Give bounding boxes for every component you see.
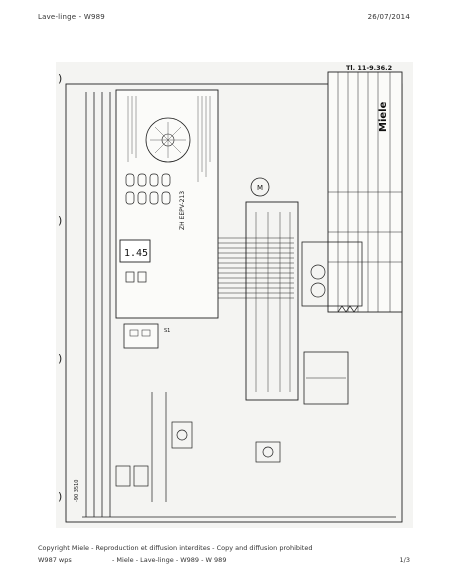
footer-copyright: Copyright Miele - Reproduction et diffus… — [38, 544, 313, 552]
doc-reference: Tl. 11-9.36.2 — [346, 64, 392, 72]
svg-text:): ) — [58, 72, 62, 85]
brand-logo: Miele — [378, 101, 389, 132]
fuse-label: S1 — [164, 328, 170, 334]
timer-label: ZH EEPV-213 — [179, 191, 186, 230]
svg-text:): ) — [58, 352, 62, 365]
svg-text:): ) — [58, 214, 62, 227]
page-header-date: 26/07/2014 — [367, 13, 410, 21]
page-header-title: Lave-linge - W989 — [38, 13, 105, 21]
motor-label: M — [257, 184, 263, 192]
wiring-diagram-drawing: ) ) ) ) Tl. 11-9.36.2 ZH EEPV-213 1.45 — [58, 64, 403, 523]
footer-filename: W987 wps — [38, 556, 72, 564]
wiring-diagram-scan: ) ) ) ) Tl. 11-9.36.2 ZH EEPV-213 1.45 — [56, 62, 413, 528]
footer-model: - Miele - Lave-linge - W989 - W 989 — [112, 556, 227, 564]
footer-page-number: 1/3 — [399, 556, 410, 564]
display-readout: 1.45 — [124, 248, 148, 259]
svg-text:): ) — [58, 490, 62, 503]
svg-text:-90 3510: -90 3510 — [74, 480, 80, 502]
